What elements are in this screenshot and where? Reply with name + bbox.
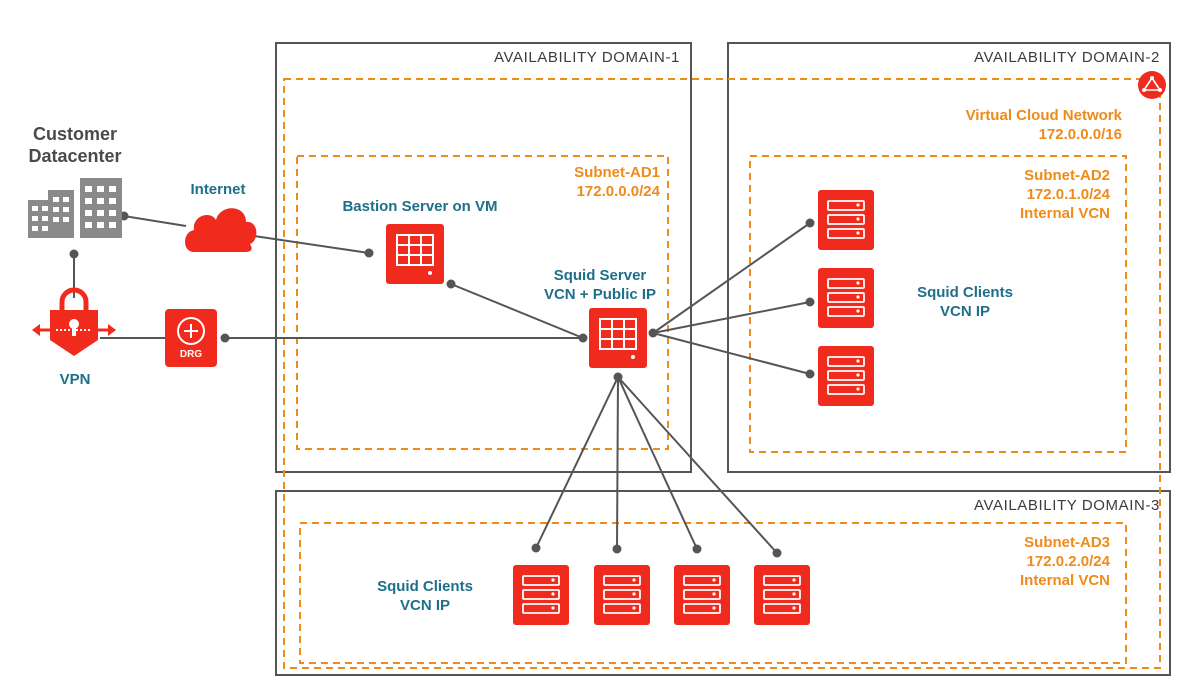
availability-domain-2-label: AVAILABILITY DOMAIN-2 (974, 49, 1160, 66)
internet-label: Internet (190, 181, 246, 198)
squid-client-server-icon (818, 346, 874, 406)
cloud-icon (185, 208, 257, 252)
squid-client-server-icon (818, 268, 874, 328)
bastion-server-icon (386, 224, 444, 284)
availability-domain-2-box (727, 42, 1171, 473)
subnet-ad2-label: Subnet-AD2 172.0.1.0/24 Internal VCN (930, 166, 1110, 223)
customer-datacenter-label: Customer Datacenter (10, 123, 140, 167)
vcn-icon (1138, 71, 1166, 99)
subnet-ad1-box (296, 155, 669, 450)
squid-client-server-icon (818, 190, 874, 250)
building-icon (28, 178, 122, 238)
vpn-lock-icon (32, 287, 116, 356)
squid-client-server-icon (674, 565, 730, 625)
subnet-ad1-cidr: 172.0.0.0/24 (576, 183, 660, 200)
squid-client-server-icon (594, 565, 650, 625)
subnet-ad1-label: Subnet-AD1 172.0.0.0/24 (480, 163, 660, 201)
subnet-ad3-label: Subnet-AD3 172.0.2.0/24 Internal VCN (930, 533, 1110, 590)
availability-domain-1-box (275, 42, 692, 473)
customer-label-line2: Datacenter (28, 146, 122, 166)
subnet-ad3-name: Subnet-AD3 (1024, 534, 1110, 551)
squid-server-label: Squid Server VCN + Public IP (520, 266, 680, 304)
squid-server-name: Squid Server (553, 267, 647, 284)
drg-icon (165, 309, 217, 367)
squid-clients-ad3-ip: VCN IP (399, 597, 450, 614)
squid-clients-ad2-ip: VCN IP (939, 303, 990, 320)
squid-clients-ad2-name: Squid Clients (917, 284, 1013, 301)
squid-client-server-icon (754, 565, 810, 625)
subnet-ad3-note: Internal VCN (1019, 572, 1110, 589)
subnet-ad2-cidr: 172.0.1.0/24 (1026, 186, 1110, 203)
subnet-ad2-note: Internal VCN (1019, 205, 1110, 222)
squid-clients-ad2-label: Squid Clients VCN IP (895, 283, 1035, 321)
vcn-label: Virtual Cloud Network 172.0.0.0/16 (920, 106, 1122, 144)
availability-domain-1-label: AVAILABILITY DOMAIN-1 (494, 49, 680, 66)
connection-points (69, 211, 815, 558)
drg-label: DRG (179, 349, 203, 360)
availability-domain-3-box (275, 490, 1171, 676)
squid-clients-ad3-label: Squid Clients VCN IP (355, 577, 495, 615)
vcn-name: Virtual Cloud Network (965, 107, 1122, 124)
subnet-ad1-name: Subnet-AD1 (574, 164, 660, 181)
vcn-cidr: 172.0.0.0/16 (1038, 126, 1122, 143)
subnet-ad2-name: Subnet-AD2 (1024, 167, 1110, 184)
squid-server-icon (589, 308, 647, 368)
bastion-server-label: Bastion Server on VM (342, 198, 498, 215)
squid-server-ip: VCN + Public IP (543, 286, 657, 303)
squid-client-server-icon (513, 565, 569, 625)
customer-label-line1: Customer (32, 124, 117, 144)
availability-domain-3-label: AVAILABILITY DOMAIN-3 (974, 497, 1160, 514)
vpn-label: VPN (59, 371, 91, 388)
squid-clients-ad3-name: Squid Clients (377, 578, 473, 595)
subnet-ad3-box (299, 522, 1127, 664)
subnet-ad3-cidr: 172.0.2.0/24 (1026, 553, 1110, 570)
vcn-boundary (283, 78, 1161, 669)
